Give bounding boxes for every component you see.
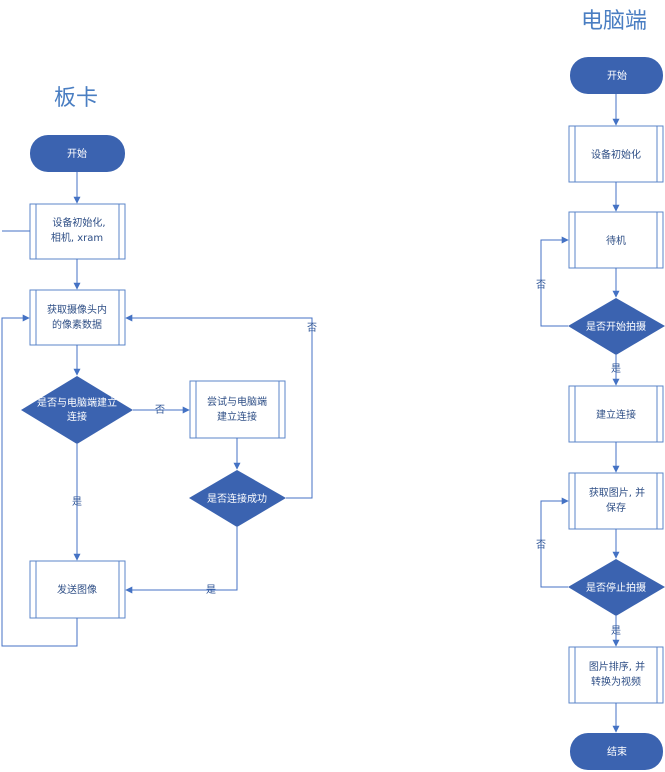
left-connectors <box>1 172 313 647</box>
right-edge-yes-1: 是 <box>611 363 621 375</box>
left-decision-connected: 是否与电脑端建立 连接 <box>21 376 133 444</box>
left-edge-no-1: 否 <box>155 404 165 416</box>
left-send-process: 发送图像 <box>29 560 126 619</box>
left-title: 板卡 <box>54 86 98 111</box>
right-wait-process: 待机 <box>568 211 664 269</box>
left-fetch-process: 获取摄像头内 的像素数据 <box>29 289 126 346</box>
left-edge-yes-1: 是 <box>72 496 82 508</box>
left-send-label: 发送图像 <box>57 583 97 596</box>
left-try-connect-process: 尝试与电脑端 建立连接 <box>189 380 286 439</box>
right-arrow-start-no-loop <box>540 236 569 327</box>
left-decision-connected-line2: 连接 <box>67 410 87 423</box>
right-connect-process: 建立连接 <box>568 385 664 443</box>
right-start-label: 开始 <box>607 69 627 82</box>
right-decision-stop-label: 是否停止拍摄 <box>586 581 646 594</box>
right-capture-process: 获取图片, 并 保存 <box>568 472 664 530</box>
right-end-node: 结束 <box>570 733 663 770</box>
left-arrow-send-loop <box>1 314 78 647</box>
right-decision-stop: 是否停止拍摄 <box>568 559 665 616</box>
right-edge-no-2: 否 <box>536 539 546 551</box>
right-connect-label: 建立连接 <box>596 408 636 421</box>
left-decision-success: 是否连接成功 <box>189 470 286 527</box>
left-try-connect-line1: 尝试与电脑端 <box>207 395 267 408</box>
right-edge-yes-2: 是 <box>611 625 621 637</box>
right-init-process: 设备初始化 <box>568 125 664 183</box>
right-wait-label: 待机 <box>606 234 626 247</box>
right-decision-start-label: 是否开始拍摄 <box>586 320 646 333</box>
right-end-label: 结束 <box>607 745 627 758</box>
left-decision-success-label: 是否连接成功 <box>207 492 267 505</box>
right-start-node: 开始 <box>570 57 663 94</box>
right-capture-line2: 保存 <box>606 501 626 514</box>
left-init-line1: 设备初始化, <box>52 216 105 229</box>
right-capture-line1: 获取图片, 并 <box>589 486 645 499</box>
left-decision-connected-line1: 是否与电脑端建立 <box>37 396 117 409</box>
left-init-process: 设备初始化, 相机, xram <box>29 203 126 260</box>
left-start-node: 开始 <box>30 135 125 172</box>
left-edge-yes-2: 是 <box>206 584 216 596</box>
left-arrow-success-no-loop <box>125 314 313 499</box>
right-init-label: 设备初始化 <box>591 148 641 161</box>
right-connectors <box>540 94 620 733</box>
left-start-label: 开始 <box>67 147 87 160</box>
right-sort-line2: 转换为视频 <box>591 675 641 688</box>
left-arrow-success-send <box>125 527 238 594</box>
right-sort-line1: 图片排序, 并 <box>589 660 645 673</box>
left-try-connect-line2: 建立连接 <box>217 410 257 423</box>
right-edge-no-1: 否 <box>536 279 546 291</box>
left-fetch-line1: 获取摄像头内 <box>47 303 107 316</box>
left-init-line2: 相机, xram <box>51 231 103 244</box>
left-fetch-line2: 的像素数据 <box>52 318 102 331</box>
right-sort-process: 图片排序, 并 转换为视频 <box>568 646 664 704</box>
right-title: 电脑端 <box>581 9 647 34</box>
right-decision-start: 是否开始拍摄 <box>568 298 665 355</box>
right-arrow-stop-no-loop <box>540 497 569 588</box>
left-edge-no-2: 否 <box>307 322 317 334</box>
